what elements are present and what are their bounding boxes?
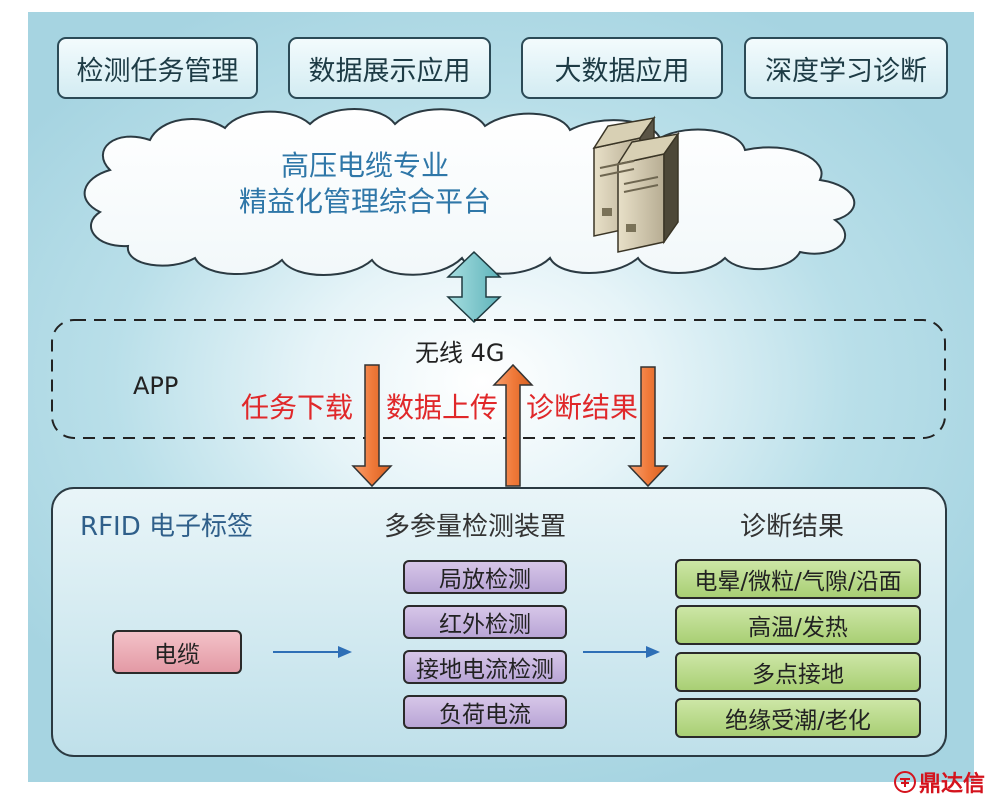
result-label: 高温/发热 (748, 615, 848, 641)
result-label: 绝缘受潮/老化 (725, 708, 871, 734)
result-label: 多点接地 (752, 662, 844, 688)
device-box-grounding-current: 接地电流检测 (403, 650, 567, 684)
device-label: 红外检测 (439, 612, 531, 638)
device-box-load-current: 负荷电流 (403, 695, 567, 729)
data-display-label: 数据展示应用 (308, 55, 471, 87)
task-download-arrow (351, 364, 393, 488)
diagnosis-result-arrow (627, 366, 669, 488)
wireless-double-arrow (446, 250, 502, 324)
rfid-title: RFID 电子标签 (80, 512, 253, 542)
device-label: 局放检测 (439, 567, 531, 593)
watermark-logo-icon (894, 771, 916, 793)
result-box-corona: 电晕/微粒/气隙/沿面 (675, 559, 921, 599)
result-box-multi-grounding: 多点接地 (675, 652, 921, 692)
data-display-box: 数据展示应用 (288, 37, 491, 99)
cable-to-device-arrow (273, 646, 352, 658)
platform-title-line1: 高压电缆专业 (280, 149, 449, 182)
device-box-infrared: 红外检测 (403, 605, 567, 639)
app-label: APP (133, 372, 179, 400)
cable-box: 电缆 (112, 630, 242, 674)
cable-label: 电缆 (154, 642, 200, 668)
result-title: 诊断结果 (740, 512, 845, 542)
task-download-label: 任务下载 (241, 391, 354, 424)
deep-learning-box: 深度学习诊断 (744, 37, 948, 99)
task-management-box: 检测任务管理 (57, 37, 258, 99)
server-icon (592, 115, 680, 253)
big-data-label: 大数据应用 (554, 55, 690, 87)
result-label: 电晕/微粒/气隙/沿面 (694, 569, 902, 595)
deep-learning-label: 深度学习诊断 (765, 55, 927, 87)
device-label: 接地电流检测 (416, 657, 554, 683)
device-label: 负荷电流 (439, 702, 531, 728)
data-upload-label: 数据上传 (386, 391, 499, 424)
result-box-overheat: 高温/发热 (675, 605, 921, 645)
wireless-label: 无线 4G (415, 339, 505, 367)
diagnosis-result-label: 诊断结果 (526, 391, 639, 424)
result-box-insulation: 绝缘受潮/老化 (675, 698, 921, 738)
device-to-result-arrow (583, 646, 660, 658)
task-management-label: 检测任务管理 (76, 55, 239, 87)
device-box-partial-discharge: 局放检测 (403, 560, 567, 594)
watermark-text: 鼎达信 (919, 772, 986, 797)
device-title: 多参量检测装置 (384, 512, 567, 542)
data-upload-arrow (492, 363, 534, 487)
platform-title-line2: 精益化管理综合平台 (238, 185, 491, 218)
watermark: 鼎达信 (894, 766, 985, 798)
app-dashed-region (51, 319, 946, 439)
big-data-box: 大数据应用 (521, 37, 723, 99)
